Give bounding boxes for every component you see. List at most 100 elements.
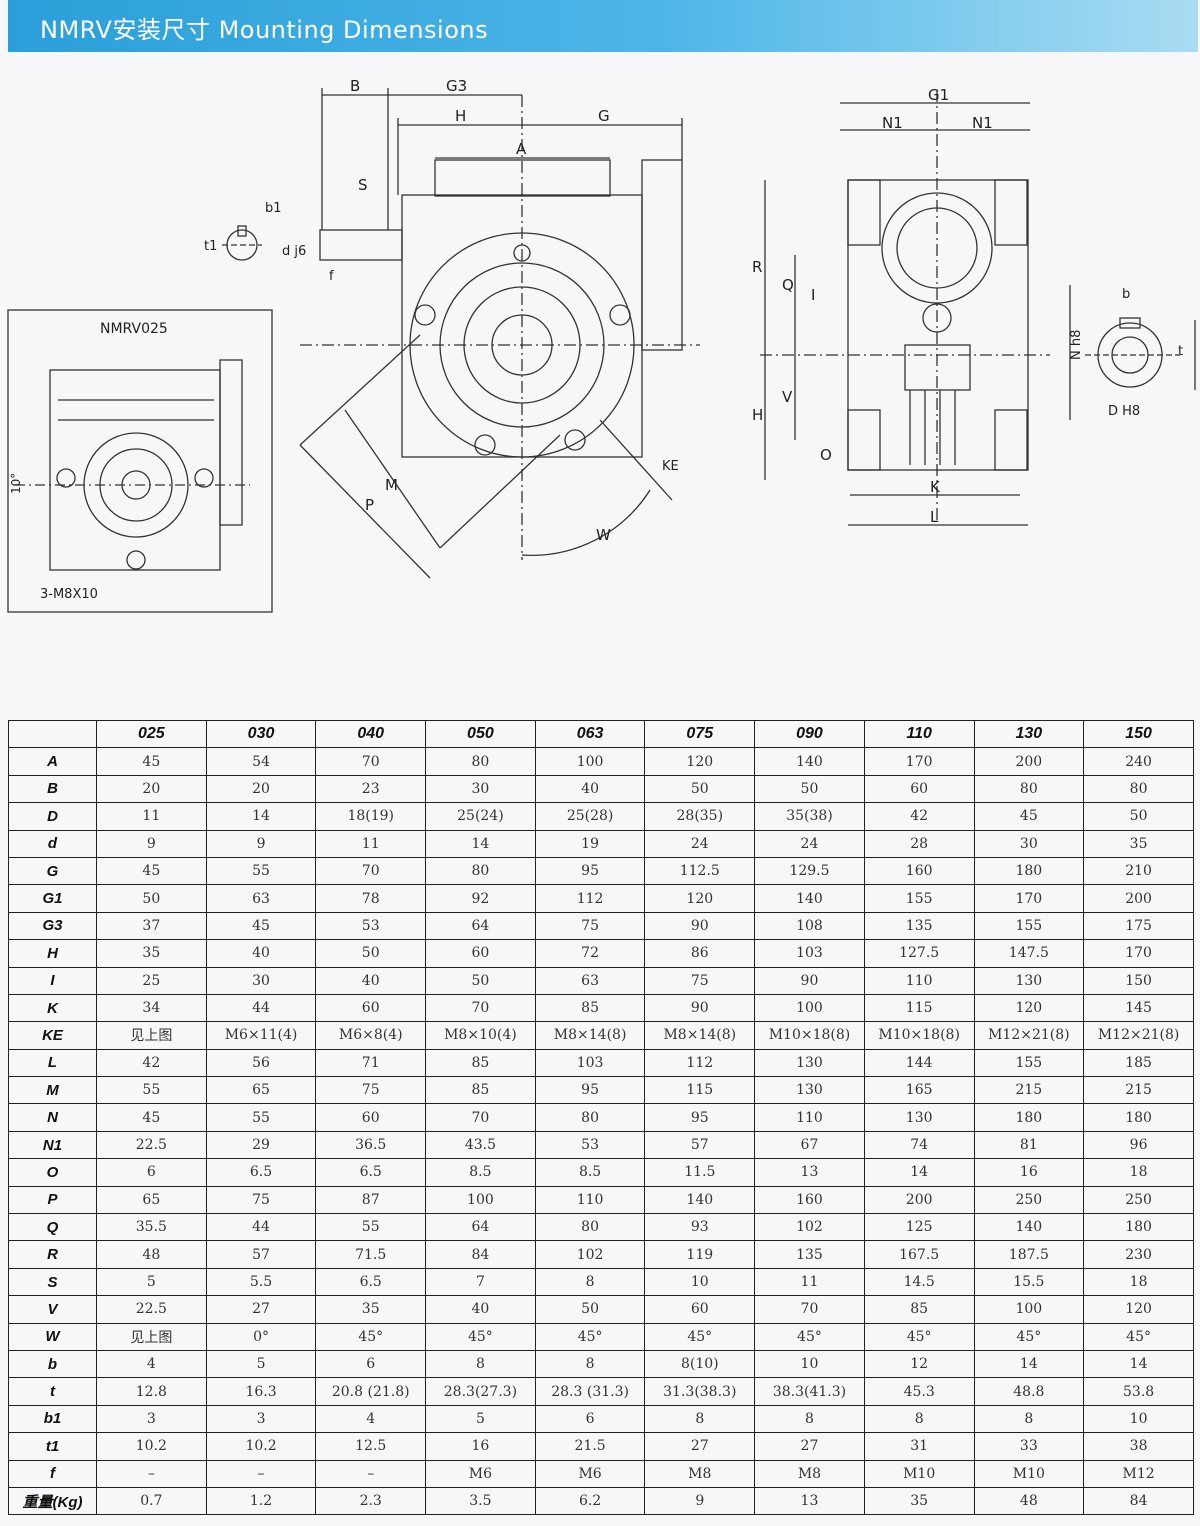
table-cell: 50 bbox=[534, 1295, 646, 1324]
table-cell: 57 bbox=[644, 1130, 756, 1160]
table-cell: M8 bbox=[754, 1459, 865, 1488]
label-DH8: D H8 bbox=[1108, 404, 1140, 419]
table-cell: 10 bbox=[1083, 1404, 1194, 1434]
column-header: 063 bbox=[534, 719, 646, 749]
label-Q: Q bbox=[782, 276, 794, 294]
table-cell: 144 bbox=[863, 1048, 975, 1078]
table-cell: 140 bbox=[754, 747, 865, 776]
table-cell: 60 bbox=[315, 993, 427, 1023]
table-cell: 45° bbox=[534, 1322, 646, 1351]
table-cell: 75 bbox=[644, 966, 756, 995]
table-cell: 50 bbox=[644, 774, 756, 804]
table-cell: 112.5 bbox=[644, 856, 756, 886]
table-cell: 120 bbox=[644, 884, 756, 913]
table-cell: 125 bbox=[863, 1213, 975, 1242]
table-cell: 20 bbox=[96, 774, 207, 804]
row-label: R bbox=[8, 1240, 97, 1269]
column-header: 075 bbox=[644, 719, 756, 749]
row-label: A bbox=[8, 747, 97, 776]
table-cell: 11.5 bbox=[644, 1158, 756, 1187]
table-cell: 71.5 bbox=[315, 1240, 427, 1269]
table-cell: 120 bbox=[644, 747, 756, 776]
row-label: b1 bbox=[8, 1404, 97, 1434]
table-cell: 34 bbox=[96, 993, 207, 1023]
table-cell: 45 bbox=[973, 802, 1085, 831]
label-P: P bbox=[365, 496, 374, 514]
table-cell: 45° bbox=[1083, 1322, 1194, 1351]
table-cell: 81 bbox=[973, 1130, 1085, 1160]
table-cell: 5 bbox=[205, 1349, 317, 1379]
table-cell: 90 bbox=[644, 993, 756, 1023]
table-cell: 4 bbox=[315, 1404, 427, 1434]
table-cell: 8.5 bbox=[425, 1158, 536, 1187]
table-cell: 60 bbox=[425, 939, 536, 968]
label-N1-left: N1 bbox=[882, 114, 903, 132]
row-label: N1 bbox=[8, 1130, 97, 1160]
side-gearbox-body bbox=[847, 179, 1029, 471]
table-cell: 9 bbox=[205, 829, 317, 858]
table-cell: 18 bbox=[1083, 1158, 1194, 1187]
table-cell: 19 bbox=[534, 829, 646, 858]
table-cell: 110 bbox=[754, 1103, 865, 1132]
table-cell: 120 bbox=[1083, 1295, 1194, 1324]
label-t: t bbox=[1178, 344, 1183, 359]
row-label: 重量(Kg) bbox=[8, 1486, 97, 1516]
table-cell: 100 bbox=[534, 747, 646, 776]
table-cell: 10.2 bbox=[96, 1432, 207, 1461]
table-cell: 14 bbox=[1083, 1349, 1194, 1379]
table-cell: 53 bbox=[534, 1130, 646, 1160]
table-cell: 112 bbox=[644, 1048, 756, 1078]
table-cell: 180 bbox=[1083, 1213, 1194, 1242]
row-label: G3 bbox=[8, 911, 97, 941]
row-label: G1 bbox=[8, 884, 97, 913]
table-cell: 14 bbox=[973, 1349, 1085, 1379]
table-cell: 48 bbox=[973, 1486, 1085, 1516]
table-cell: 30 bbox=[973, 829, 1085, 858]
table-cell: 12.5 bbox=[315, 1432, 427, 1461]
column-header: 090 bbox=[754, 719, 865, 749]
table-cell: 80 bbox=[973, 774, 1085, 804]
table-cell: 64 bbox=[425, 911, 536, 941]
table-cell: 53.8 bbox=[1083, 1377, 1194, 1406]
column-header: 050 bbox=[425, 719, 536, 749]
column-header: 130 bbox=[973, 719, 1085, 749]
table-cell: 14 bbox=[863, 1158, 975, 1187]
table-cell: 175 bbox=[1083, 911, 1194, 941]
inset-bolt: 3-M8X10 bbox=[40, 587, 98, 602]
table-cell: 45° bbox=[315, 1322, 427, 1351]
table-cell: 100 bbox=[754, 993, 865, 1023]
table-cell: 8(10) bbox=[644, 1349, 756, 1379]
table-cell: 140 bbox=[973, 1213, 1085, 1242]
table-cell: 87 bbox=[315, 1185, 427, 1215]
label-b1: b1 bbox=[265, 201, 282, 216]
table-cell: 200 bbox=[1083, 884, 1194, 913]
table-cell: 50 bbox=[1083, 802, 1194, 831]
table-cell: 33 bbox=[973, 1432, 1085, 1461]
table-cell: M10 bbox=[863, 1459, 975, 1488]
page-title: NMRV安装尺寸 Mounting Dimensions bbox=[40, 16, 489, 44]
table-cell: 63 bbox=[205, 884, 317, 913]
table-cell: 160 bbox=[863, 856, 975, 886]
table-cell: 25 bbox=[96, 966, 207, 995]
table-cell: 22.5 bbox=[96, 1295, 207, 1324]
table-cell: 50 bbox=[754, 774, 865, 804]
table-cell: 135 bbox=[863, 911, 975, 941]
row-label: M bbox=[8, 1076, 97, 1105]
table-cell: 53 bbox=[315, 911, 427, 941]
table-cell: 45° bbox=[754, 1322, 865, 1351]
table-cell: 6 bbox=[96, 1158, 207, 1187]
table-cell: 85 bbox=[425, 1076, 536, 1105]
row-label: P bbox=[8, 1185, 97, 1215]
row-label: N bbox=[8, 1103, 97, 1132]
table-cell: 10 bbox=[644, 1267, 756, 1297]
table-cell: 31 bbox=[863, 1432, 975, 1461]
table-cell: 18(19) bbox=[315, 802, 427, 831]
table-cell: 6 bbox=[534, 1404, 646, 1434]
